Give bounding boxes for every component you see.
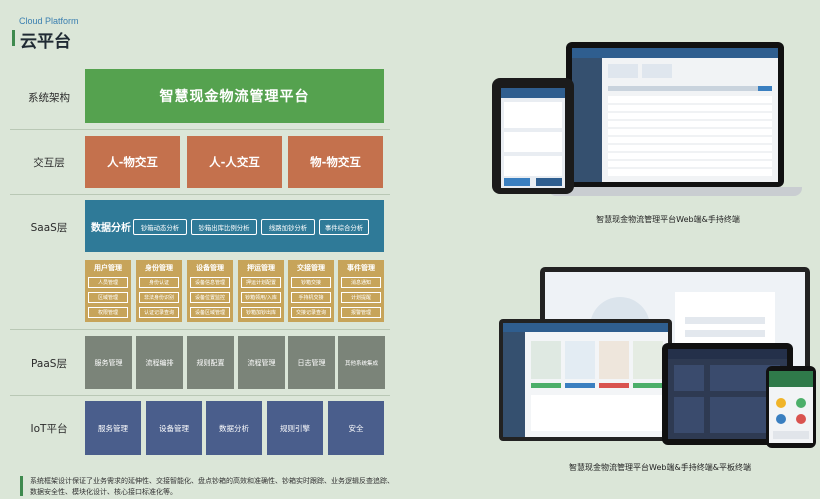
iot-box: 数据分析 xyxy=(206,401,262,455)
paas-box: 规则配置 xyxy=(187,336,234,389)
iot-box: 设备管理 xyxy=(146,401,202,455)
caption-top: 智慧现金物流管理平台Web端&手持终端 xyxy=(596,215,740,224)
platform-name-box: 智慧现金物流管理平台 xyxy=(85,69,384,123)
analytics-chip: 钞箱动态分析 xyxy=(133,219,187,235)
module-item: 人员管理 xyxy=(88,277,128,288)
paas-box: 服务管理 xyxy=(85,336,132,389)
layer-separator xyxy=(10,194,390,195)
module-title: 身份管理 xyxy=(145,264,173,272)
layer-label-arch: 系统架构 xyxy=(28,92,70,104)
analytics-chip: 线路加钞分析 xyxy=(261,219,315,235)
module-title: 交接管理 xyxy=(297,264,325,272)
module-item: 押运计划配置 xyxy=(241,277,281,288)
paas-box: 流程编排 xyxy=(136,336,183,389)
paas-box: 其他系统集成 xyxy=(338,336,385,389)
module-item: 设备信息管理 xyxy=(190,277,230,288)
layer-label-saas: SaaS层 xyxy=(30,222,68,234)
saas-module: 押运管理 押运计划配置 钞箱领用/入库 钞箱加钞出库 xyxy=(238,260,284,322)
module-item: 钞箱加钞出库 xyxy=(241,307,281,318)
module-item: 手持机交接 xyxy=(291,292,331,303)
saas-module: 交接管理 钞箱交接 手持机交接 交接记录查询 xyxy=(288,260,334,322)
section-subtitle: Cloud Platform xyxy=(19,16,79,26)
module-title: 设备管理 xyxy=(196,264,224,272)
layer-separator xyxy=(10,129,390,130)
layer-separator xyxy=(10,329,390,330)
saas-analytics-panel: 数据分析 钞箱动态分析 钞箱出库比例分析 线路加钞分析 事件综合分析 xyxy=(85,200,384,252)
layer-label-paas: PaaS层 xyxy=(31,358,67,370)
module-title: 押运管理 xyxy=(247,264,275,272)
footer-description: 系统框架设计保证了业务需求的延伸性、交接智能化、盘点钞箱的高效和准确性、钞箱实时… xyxy=(30,477,394,496)
monitor-screen-image xyxy=(503,323,668,437)
saas-module: 用户管理 人员管理 区域管理 权限管理 xyxy=(85,260,131,322)
module-item: 权限管理 xyxy=(88,307,128,318)
layer-label-interaction: 交互层 xyxy=(33,157,65,169)
module-title: 事件管理 xyxy=(347,264,375,272)
interaction-box: 物-物交互 xyxy=(288,136,383,188)
caption-bottom: 智慧现金物流管理平台Web端&手持终端&平板终端 xyxy=(569,463,751,472)
handheld-screen-image xyxy=(501,88,565,188)
module-item: 区域管理 xyxy=(88,292,128,303)
web-dashboard-image xyxy=(572,48,778,182)
module-item: 计划提醒 xyxy=(341,292,381,303)
interaction-box: 人-物交互 xyxy=(85,136,180,188)
paas-box: 日志管理 xyxy=(288,336,335,389)
section-title: 云平台 xyxy=(20,32,71,52)
saas-module: 事件管理 消息通知 计划提醒 报警管理 xyxy=(338,260,384,322)
saas-module: 身份管理 身份认证 非法身份识别 认证记录查询 xyxy=(136,260,182,322)
saas-analytics-title: 数据分析 xyxy=(91,223,131,234)
iot-box: 规则引擎 xyxy=(267,401,323,455)
module-item: 钞箱交接 xyxy=(291,277,331,288)
module-item: 交接记录查询 xyxy=(291,307,331,318)
device-dashboard-image xyxy=(503,323,668,437)
iot-box: 安全 xyxy=(328,401,384,455)
module-item: 非法身份识别 xyxy=(139,292,179,303)
module-item: 消息通知 xyxy=(341,277,381,288)
module-item: 身份认证 xyxy=(139,277,179,288)
laptop-screen-image xyxy=(572,48,778,182)
module-item: 钞箱领用/入库 xyxy=(241,292,281,303)
module-item: 报警管理 xyxy=(341,307,381,318)
analytics-chip: 事件综合分析 xyxy=(319,219,369,235)
laptop-base-image xyxy=(548,187,802,196)
module-item: 设备区域管理 xyxy=(190,307,230,318)
saas-module: 设备管理 设备信息管理 设备位置监控 设备区域管理 xyxy=(187,260,233,322)
handheld-app-image xyxy=(501,88,565,186)
interaction-box: 人-人交互 xyxy=(187,136,282,188)
module-item: 认证记录查询 xyxy=(139,307,179,318)
module-title: 用户管理 xyxy=(94,264,122,272)
footer-accent-bar xyxy=(20,476,23,496)
paas-box: 流程管理 xyxy=(238,336,285,389)
layer-separator xyxy=(10,395,390,396)
phone-app-image xyxy=(769,371,813,439)
analytics-chip: 钞箱出库比例分析 xyxy=(191,219,257,235)
phone-screen-image xyxy=(769,371,813,443)
title-accent-bar xyxy=(12,30,15,46)
layer-label-iot: IoT平台 xyxy=(30,423,68,435)
iot-box: 服务管理 xyxy=(85,401,141,455)
module-item: 设备位置监控 xyxy=(190,292,230,303)
